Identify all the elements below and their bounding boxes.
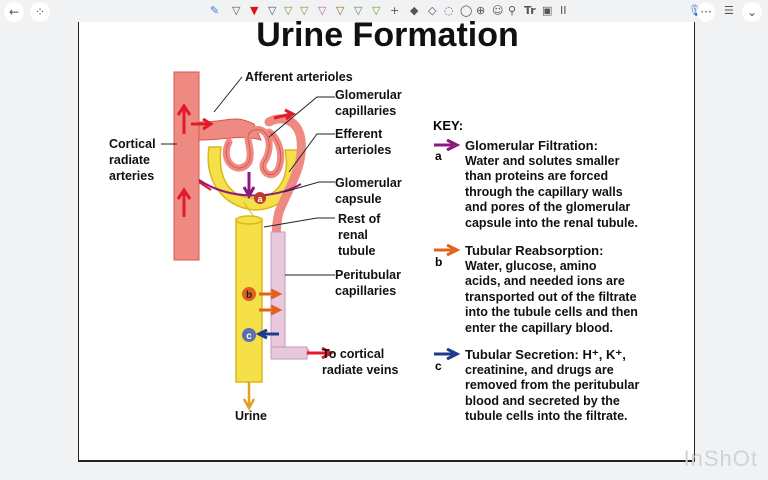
watermark: InShOt xyxy=(683,446,758,471)
highlighter-yellow-icon[interactable]: ▽ xyxy=(300,4,309,17)
label-glomerular-capillaries-1: Glomerular xyxy=(335,88,402,102)
marker-b: b xyxy=(246,290,252,301)
secretion-arrow xyxy=(255,328,279,340)
chevron-down-icon: ⌄ xyxy=(746,5,758,19)
slide-page: Urine Formation xyxy=(78,16,695,462)
reabsorption-arrow-2 xyxy=(259,304,283,316)
label-efferent-2: arterioles xyxy=(335,143,392,157)
label-efferent-1: Efferent xyxy=(335,127,383,141)
pen-outline-icon[interactable]: ▽ xyxy=(268,4,277,17)
key-letter-c: c xyxy=(435,359,442,373)
marker-c-circle xyxy=(242,328,256,342)
shapes-icon[interactable]: ◇ xyxy=(428,4,437,17)
grid-button[interactable]: ⁘ xyxy=(30,2,50,22)
label-cortical-1: Cortical xyxy=(109,137,156,151)
image-icon[interactable]: ▣ xyxy=(542,4,553,17)
key-arrow-c xyxy=(434,348,461,360)
cortical-radiate-artery xyxy=(173,71,200,261)
label-peritubular-2: capillaries xyxy=(335,284,397,298)
pen-tool-icon[interactable]: ✎ xyxy=(210,4,220,17)
list-icon[interactable]: ☰ xyxy=(724,4,734,17)
eraser-icon[interactable]: ◆ xyxy=(410,4,419,17)
label-peritubular-1: Peritubular xyxy=(335,268,401,282)
marker-c: c xyxy=(246,331,252,342)
grid-icon: ⁘ xyxy=(34,5,46,19)
marker-b-circle xyxy=(242,287,256,301)
label-rest-2: renal xyxy=(338,228,368,242)
lasso-icon[interactable]: ◌ xyxy=(444,4,454,17)
pause-button[interactable]: II xyxy=(560,4,567,17)
comment-icon[interactable]: ◯ xyxy=(460,4,473,17)
key-arrow-b xyxy=(434,244,461,256)
add-pen-icon[interactable]: + xyxy=(390,4,400,17)
leader-lines xyxy=(161,76,335,276)
more-button[interactable]: ··· xyxy=(697,2,715,22)
filtration-arrow xyxy=(242,172,256,200)
blood-flow-arrow-up xyxy=(176,103,192,134)
key-arrow-a xyxy=(434,139,461,151)
back-button[interactable]: ← xyxy=(4,2,24,22)
efferent-flow-arrow xyxy=(273,108,296,121)
label-cortical-2: radiate xyxy=(109,153,150,167)
nephron-diagram: a b c xyxy=(161,71,335,411)
key-head-secretion: Tubular Secretion: H⁺, K⁺, xyxy=(465,347,626,362)
venous-outflow-arrow xyxy=(307,346,335,360)
marker-a: a xyxy=(257,194,263,204)
label-afferent-arterioles: Afferent arterioles xyxy=(245,70,353,84)
label-veins-1: To cortical xyxy=(322,347,385,361)
highlighter-olive-icon[interactable]: ▽ xyxy=(372,4,381,17)
stamp-icon[interactable]: ⊕ xyxy=(476,4,486,17)
label-urine: Urine xyxy=(235,409,267,423)
highlighter-green-icon[interactable]: ▽ xyxy=(284,4,293,17)
top-toolbar: ← ⁘ ✎ ▽ ▼ ▽ ▽ ▽ ▽ ▽ ▽ ▽ + ◆ ◇ ◌ ◯ ⊕ ☺ ⚲ … xyxy=(0,0,768,24)
slide-title: Urine Formation xyxy=(256,16,519,54)
collapse-button[interactable]: ⌄ xyxy=(742,2,762,22)
label-cortical-3: arteries xyxy=(109,169,155,183)
highlighter-orange-icon[interactable]: ▽ xyxy=(336,4,345,17)
key-title: KEY: xyxy=(433,118,464,133)
afferent-flow-arrow xyxy=(191,117,214,131)
key-item-filtration: Glomerular Filtration: Water and solutes… xyxy=(465,138,675,231)
link-icon[interactable]: ⚲ xyxy=(508,4,517,17)
key-item-reabsorption: Tubular Reabsorption: Water, glucose, am… xyxy=(465,243,675,336)
label-glomerular-capsule-1: Glomerular xyxy=(335,176,402,190)
text-tool[interactable]: Tr xyxy=(524,4,536,17)
key-head-filtration: Glomerular Filtration: xyxy=(465,138,598,153)
highlighter-lime-icon[interactable]: ▽ xyxy=(354,4,363,17)
sticker-icon[interactable]: ☺ xyxy=(492,4,504,17)
label-rest-1: Rest of xyxy=(338,212,381,226)
key-letter-a: a xyxy=(435,149,442,163)
label-veins-2: radiate veins xyxy=(322,363,399,377)
label-rest-3: tubule xyxy=(338,244,376,258)
pen-red-icon[interactable]: ▼ xyxy=(250,4,259,17)
key-item-secretion: Tubular Secretion: H⁺, K⁺, creatinine, a… xyxy=(465,347,685,425)
arrow-left-icon: ← xyxy=(8,5,20,19)
label-glomerular-capillaries-2: capillaries xyxy=(335,104,397,118)
marker-a-circle xyxy=(254,192,266,204)
key-head-reabsorption: Tubular Reabsorption: xyxy=(465,243,604,258)
key-letter-b: b xyxy=(435,255,443,269)
urine-outflow-arrow xyxy=(242,382,256,411)
highlighter-pink-icon[interactable]: ▽ xyxy=(318,4,327,17)
reabsorption-arrow-1 xyxy=(259,288,283,300)
pen-black-icon[interactable]: ▽ xyxy=(232,4,241,17)
blood-flow-arrow-lower xyxy=(176,187,192,217)
label-glomerular-capsule-2: capsule xyxy=(335,192,382,206)
